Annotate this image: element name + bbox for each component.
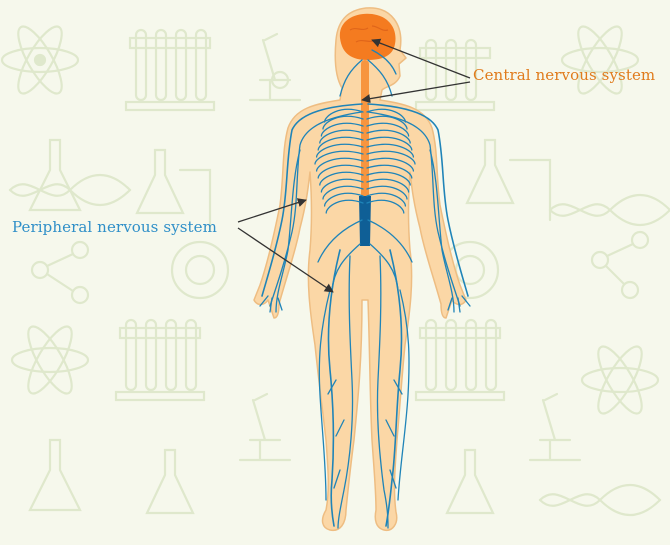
- spinal-cord: [361, 60, 369, 200]
- flask-icon: [467, 140, 550, 220]
- test-tube-rack-icon: [126, 30, 214, 110]
- flask-icon: [447, 450, 493, 513]
- molecule-icon: [32, 242, 88, 303]
- microscope-icon: [240, 394, 290, 460]
- peripheral-nervous-system-label: Peripheral nervous system: [12, 218, 217, 236]
- test-tube-rack-icon: [116, 320, 204, 400]
- flask-icon: [30, 440, 80, 510]
- atom-icon: [582, 341, 658, 419]
- molecule-icon: [592, 232, 648, 298]
- dna-icon: [540, 485, 660, 515]
- microscope-icon: [530, 394, 580, 460]
- atom-icon: [12, 321, 88, 399]
- central-nervous-system-label: Central nervous system: [473, 66, 655, 84]
- brain: [340, 14, 396, 60]
- dna-icon: [10, 175, 130, 205]
- microscope-icon: [250, 34, 300, 100]
- dna-icon: [550, 195, 670, 225]
- flask-icon: [30, 140, 80, 210]
- atom-icon: [562, 21, 638, 99]
- virus-icon: [172, 242, 228, 298]
- flask-icon: [147, 450, 193, 513]
- test-tube-rack-icon: [416, 320, 504, 400]
- atom-icon: [2, 21, 78, 99]
